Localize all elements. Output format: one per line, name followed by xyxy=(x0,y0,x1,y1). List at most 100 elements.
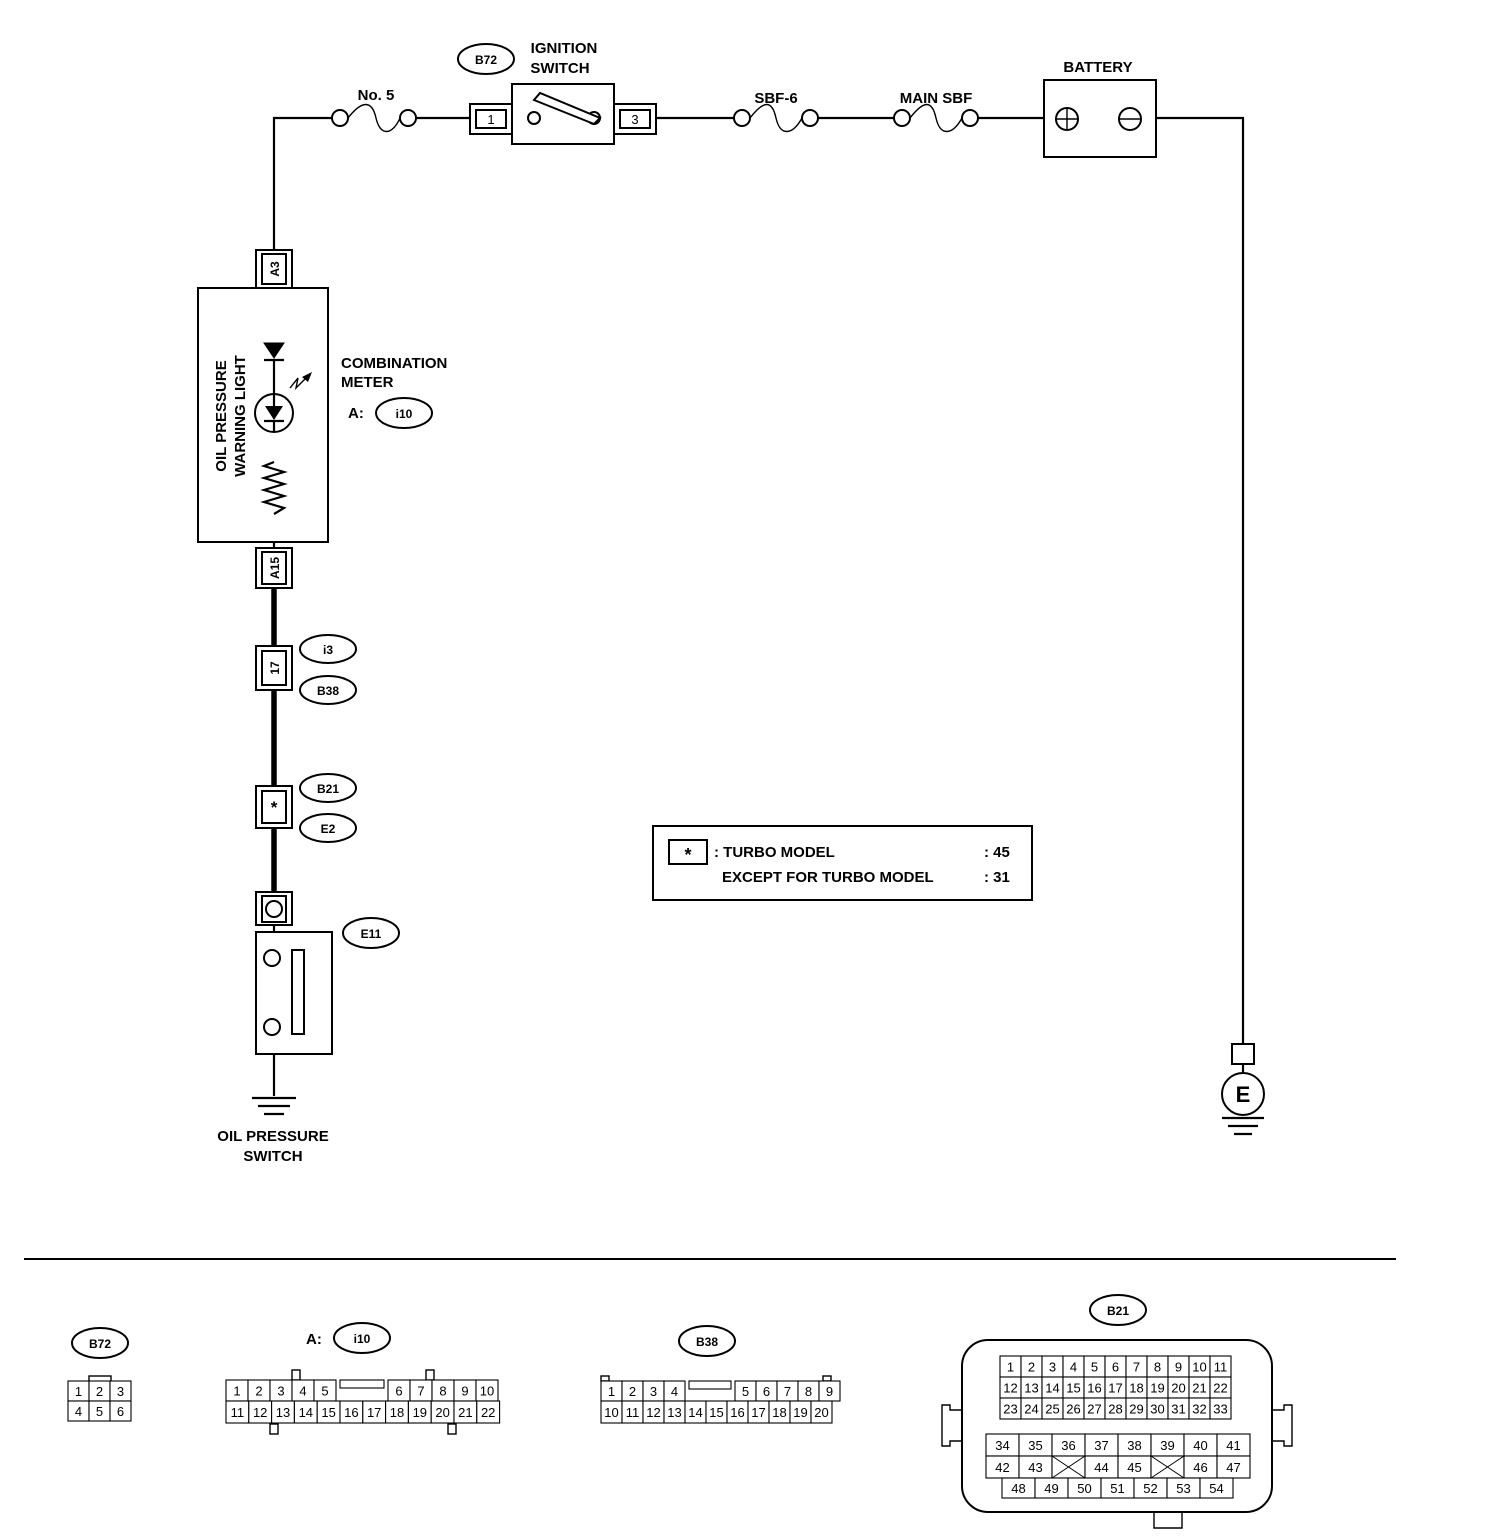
pin-cell: 3 xyxy=(109,1380,132,1402)
pin-number: 16 xyxy=(730,1405,744,1420)
pin-number: 10 xyxy=(1192,1360,1206,1375)
pin-number: 21 xyxy=(1192,1381,1206,1396)
pin-cell: 2 xyxy=(1020,1355,1043,1378)
pin-cell: 2 xyxy=(621,1380,644,1402)
pin-cell: 2 xyxy=(247,1379,271,1402)
pin-number: 26 xyxy=(1066,1402,1080,1417)
pin-cell: 13 xyxy=(271,1400,295,1424)
pin-number: 11 xyxy=(1214,1360,1228,1375)
pin-cell: 27 xyxy=(1083,1397,1106,1420)
pin-cell: 16 xyxy=(726,1400,749,1424)
fuse-main-sbf: MAIN SBF xyxy=(893,90,979,133)
view-i10-tag: i10 xyxy=(354,1332,371,1346)
pin-cell: 29 xyxy=(1125,1397,1148,1420)
pin-number: 49 xyxy=(1044,1481,1058,1496)
pin-number: 39 xyxy=(1160,1438,1174,1453)
pin-cell: 32 xyxy=(1188,1397,1211,1420)
pin-cell: 14 xyxy=(293,1400,318,1424)
pin-number: 17 xyxy=(367,1405,381,1420)
pin-number: 38 xyxy=(1127,1438,1141,1453)
pin-number: 18 xyxy=(390,1405,404,1420)
pin-number: 7 xyxy=(417,1384,424,1399)
combination-meter: OIL PRESSURE WARNING LIGHT xyxy=(197,287,329,543)
pin-cell: 45 xyxy=(1117,1455,1152,1479)
pin-number: 17 xyxy=(751,1405,765,1420)
pin-number: 17 xyxy=(1108,1381,1122,1396)
pin-cell: 17 xyxy=(362,1400,387,1424)
pin-cell: 4 xyxy=(1062,1355,1085,1378)
i10-tag: i10 xyxy=(396,407,413,421)
pin-cell: 6 xyxy=(387,1379,411,1402)
pin-cell: 1 xyxy=(600,1380,623,1402)
ignition-label-line1: IGNITION xyxy=(531,40,598,57)
pin-number: 9 xyxy=(461,1384,468,1399)
pin-cell: 15 xyxy=(1062,1376,1085,1399)
pin-cell: 30 xyxy=(1146,1397,1169,1420)
pin-cell: 1 xyxy=(67,1380,90,1402)
switch-label-line1: OIL PRESSURE xyxy=(217,1128,328,1145)
pin-number: 23 xyxy=(1003,1402,1017,1417)
note-row2-label: EXCEPT FOR TURBO MODEL xyxy=(722,869,934,886)
pin-number: 5 xyxy=(321,1384,328,1399)
pin-cell: 5 xyxy=(734,1380,757,1402)
pin-number: 5 xyxy=(96,1404,103,1419)
pin-number: 15 xyxy=(1066,1381,1080,1396)
pin-number: 8 xyxy=(439,1384,446,1399)
b72-tag: B72 xyxy=(475,53,497,67)
pin-number: 20 xyxy=(435,1405,449,1420)
view-b72-tag: B72 xyxy=(89,1337,111,1351)
pin-cell: 10 xyxy=(475,1379,499,1402)
pin-cell: 12 xyxy=(999,1376,1022,1399)
pin-number: 16 xyxy=(344,1405,358,1420)
pin-cell: 53 xyxy=(1166,1477,1201,1499)
pin-number: 29 xyxy=(1129,1402,1143,1417)
pin-cell: 5 xyxy=(313,1379,337,1402)
e2-tag: E2 xyxy=(321,822,336,836)
pin-number: 12 xyxy=(1003,1381,1017,1396)
pin-number: 32 xyxy=(1192,1402,1206,1417)
pin-cell: 20 xyxy=(810,1400,833,1424)
pin-cell: 40 xyxy=(1183,1433,1218,1457)
pin-cell: 12 xyxy=(642,1400,665,1424)
pin-cell: 41 xyxy=(1216,1433,1251,1457)
e11-tag: E11 xyxy=(361,927,382,941)
pin-number: 2 xyxy=(96,1384,103,1399)
fuse-no5-label: No. 5 xyxy=(358,87,395,104)
pin-number: 8 xyxy=(1154,1360,1161,1375)
view-b21-tag: B21 xyxy=(1107,1304,1129,1318)
pin-number: 11 xyxy=(626,1405,640,1420)
pin-cell: 20 xyxy=(1167,1376,1190,1399)
pin-cell: 19 xyxy=(789,1400,812,1424)
note-row2-value: : 31 xyxy=(984,869,1010,886)
pin-number: 6 xyxy=(395,1384,402,1399)
pin-cell: 7 xyxy=(1125,1355,1148,1378)
fuse-no5: No. 5 xyxy=(331,87,417,133)
pin-number: 51 xyxy=(1110,1481,1124,1496)
ignition-pin-1: 1 xyxy=(487,112,494,127)
note-symbol: * xyxy=(684,845,691,865)
pin-cell: 37 xyxy=(1084,1433,1119,1457)
pin-cell: 3 xyxy=(1041,1355,1064,1378)
oil-pressure-switch: E11 OIL PRESSURE SWITCH xyxy=(217,891,400,1165)
pin-number: 54 xyxy=(1209,1481,1223,1496)
pin-cell: 54 xyxy=(1199,1477,1234,1499)
ignition-switch: 1 3 B72 IGNITION SWITCH xyxy=(457,40,657,145)
pin-number: 46 xyxy=(1193,1460,1207,1475)
pin-number: 3 xyxy=(277,1384,284,1399)
pin-number: 44 xyxy=(1094,1460,1108,1475)
pin-cell: 49 xyxy=(1034,1477,1069,1499)
pin-number: 45 xyxy=(1127,1460,1141,1475)
pin-cell: 18 xyxy=(768,1400,791,1424)
pin-cell: 4 xyxy=(663,1380,686,1402)
pin-cell: 14 xyxy=(1041,1376,1064,1399)
pin-cell: 20 xyxy=(430,1400,455,1424)
pin-number: 41 xyxy=(1226,1438,1240,1453)
pin-number: 53 xyxy=(1176,1481,1190,1496)
pin-cell: 15 xyxy=(316,1400,341,1424)
pin-cell: 6 xyxy=(109,1400,132,1422)
pin-number: 36 xyxy=(1061,1438,1075,1453)
pin-number: 22 xyxy=(481,1405,495,1420)
pin-cell: 8 xyxy=(431,1379,455,1402)
